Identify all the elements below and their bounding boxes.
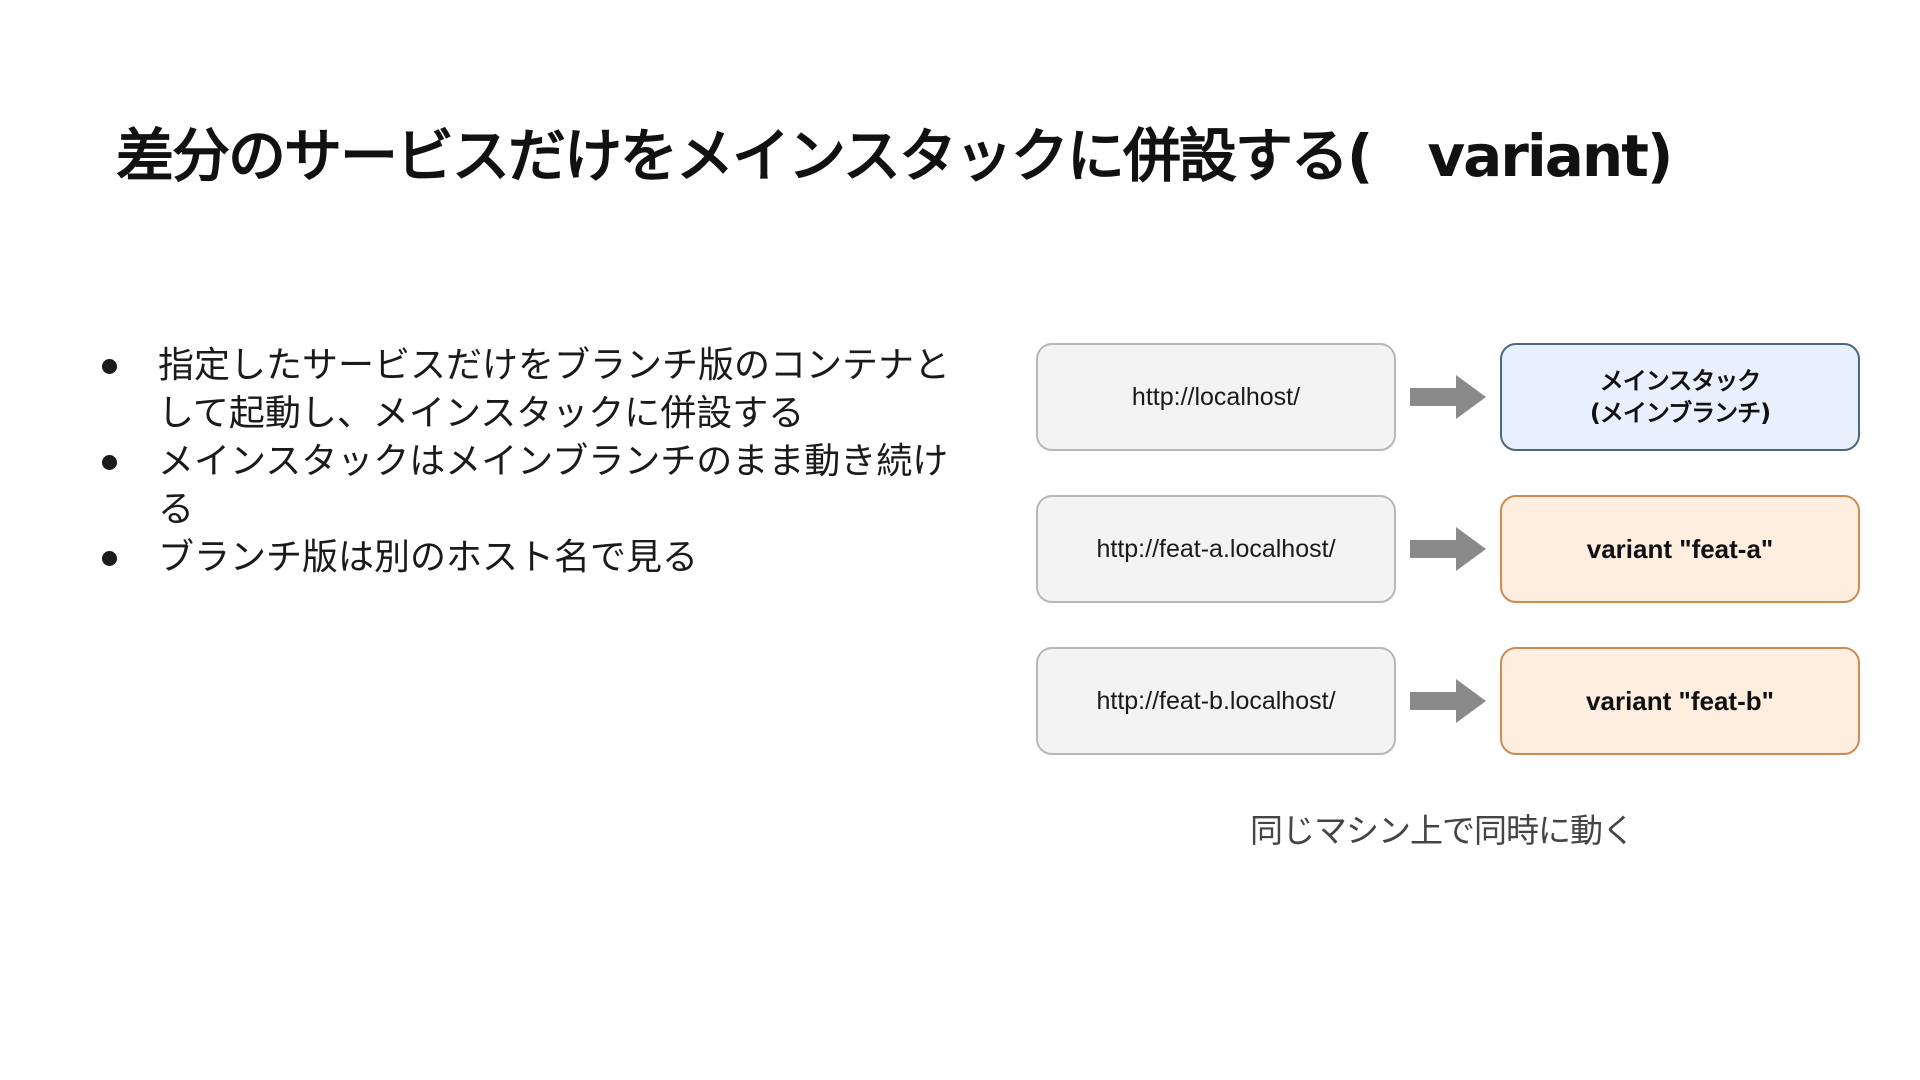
right-arrow-icon — [1410, 375, 1486, 419]
bullet-text: ブランチ版は別のホスト名で見る — [158, 537, 699, 578]
url-box-feat-a: http://feat-a.localhost/ — [1036, 495, 1396, 603]
right-arrow-icon — [1410, 527, 1486, 571]
bullet-dot-icon — [102, 455, 117, 470]
diagram-caption: 同じマシン上で同時に動く — [1250, 811, 1635, 850]
variant-label: variant "feat-b" — [1586, 685, 1774, 716]
main-stack-box: メインスタック (メインブランチ) — [1500, 343, 1860, 451]
bullet-text: 指定したサービスだけをブランチ版のコンテナとして起動し、メインスタックに併設する — [158, 345, 951, 434]
bullet-item: メインスタックはメインブランチのまま動き続ける — [98, 438, 978, 534]
bullet-text: メインスタックはメインブランチのまま動き続ける — [158, 441, 949, 530]
bullet-dot-icon — [102, 551, 117, 566]
url-box-localhost: http://localhost/ — [1036, 343, 1396, 451]
main-branch-label: (メインブランチ) — [1589, 399, 1771, 427]
bullet-dot-icon — [102, 359, 117, 374]
slide-title: 差分のサービスだけをメインスタックに併設する( variant) — [116, 121, 1673, 190]
right-arrow-icon — [1410, 679, 1486, 723]
bullet-item: ブランチ版は別のホスト名で見る — [98, 534, 978, 582]
main-stack-label: メインスタック — [1599, 367, 1762, 395]
url-label: http://feat-b.localhost/ — [1096, 686, 1336, 715]
url-box-feat-b: http://feat-b.localhost/ — [1036, 647, 1396, 755]
variant-box-feat-b: variant "feat-b" — [1500, 647, 1860, 755]
variant-box-feat-a: variant "feat-a" — [1500, 495, 1860, 603]
variant-label: variant "feat-a" — [1586, 533, 1774, 564]
url-label: http://feat-a.localhost/ — [1096, 534, 1336, 563]
bullet-item: 指定したサービスだけをブランチ版のコンテナとして起動し、メインスタックに併設する — [98, 342, 978, 438]
bullet-list: 指定したサービスだけをブランチ版のコンテナとして起動し、メインスタックに併設する… — [98, 342, 978, 582]
url-label: http://localhost/ — [1131, 382, 1301, 411]
